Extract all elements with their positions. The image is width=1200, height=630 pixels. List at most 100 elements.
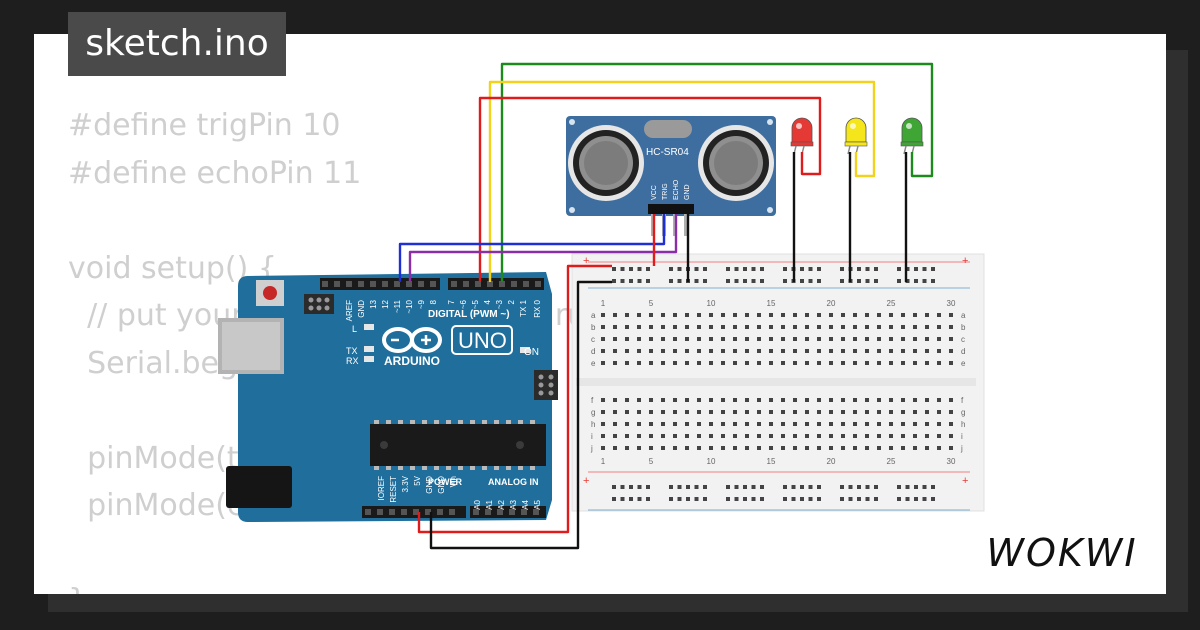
breadboard-hole[interactable] [703,497,707,501]
breadboard-hole[interactable] [613,313,617,317]
breadboard-hole[interactable] [901,313,905,317]
breadboard-hole[interactable] [601,361,605,365]
breadboard-hole[interactable] [760,497,764,501]
breadboard-hole[interactable] [829,446,833,450]
breadboard-hole[interactable] [793,434,797,438]
wire-red-5v[interactable] [417,264,612,534]
breadboard-hole[interactable] [703,485,707,489]
breadboard-hole[interactable] [901,337,905,341]
breadboard-hole[interactable] [625,313,629,317]
breadboard-hole[interactable] [637,267,642,271]
breadboard-hole[interactable] [853,422,857,426]
breadboard-hole[interactable] [817,434,821,438]
header-pin[interactable] [401,509,407,515]
breadboard-hole[interactable] [673,434,677,438]
breadboard-hole[interactable] [937,434,941,438]
breadboard-hole[interactable] [877,325,881,329]
breadboard-hole[interactable] [697,313,701,317]
breadboard-hole[interactable] [686,497,690,501]
breadboard-hole[interactable] [703,267,707,271]
breadboard-hole[interactable] [805,361,809,365]
breadboard-hole[interactable] [840,267,844,271]
breadboard-hole[interactable] [625,361,629,365]
breadboard-hole[interactable] [637,422,641,426]
breadboard-hole[interactable] [697,337,701,341]
breadboard-hole[interactable] [853,349,857,353]
breadboard-hole[interactable] [805,349,809,353]
breadboard-hole[interactable] [613,422,617,426]
breadboard-hole[interactable] [721,361,725,365]
breadboard-hole[interactable] [733,434,737,438]
breadboard-hole[interactable] [800,267,804,271]
header-pin[interactable] [497,509,503,515]
breadboard-hole[interactable] [685,313,689,317]
breadboard-hole[interactable] [889,337,893,341]
breadboard-hole[interactable] [601,422,605,426]
breadboard-hole[interactable] [781,398,785,402]
breadboard-hole[interactable] [769,434,773,438]
wire-black-board-gnd[interactable] [429,280,612,550]
breadboard-hole[interactable] [841,361,845,365]
breadboard-hole[interactable] [783,497,787,501]
header-pin[interactable] [377,509,383,515]
breadboard-hole[interactable] [829,422,833,426]
breadboard-hole[interactable] [922,279,927,283]
breadboard-hole[interactable] [793,410,797,414]
breadboard-hole[interactable] [925,349,929,353]
breadboard-hole[interactable] [721,325,725,329]
breadboard-hole[interactable] [914,485,918,489]
breadboard-hole[interactable] [808,485,813,489]
breadboard-hole[interactable] [637,497,642,501]
breadboard-hole[interactable] [612,497,616,501]
breadboard-hole[interactable] [625,398,629,402]
breadboard-hole[interactable] [769,313,773,317]
breadboard-hole[interactable] [793,361,797,365]
breadboard-hole[interactable] [697,446,701,450]
breadboard-hole[interactable] [745,325,749,329]
breadboard-hole[interactable] [805,422,809,426]
breadboard-hole[interactable] [808,279,813,283]
breadboard-hole[interactable] [925,422,929,426]
breadboard-hole[interactable] [877,337,881,341]
breadboard-hole[interactable] [694,485,699,489]
breadboard-hole[interactable] [877,446,881,450]
breadboard-hole[interactable] [913,410,917,414]
breadboard-hole[interactable] [937,361,941,365]
breadboard-hole[interactable] [925,410,929,414]
reset-button[interactable] [263,286,277,300]
header-pin[interactable] [334,281,340,287]
breadboard-hole[interactable] [865,267,870,271]
breadboard-hole[interactable] [889,422,893,426]
breadboard-hole[interactable] [721,313,725,317]
breadboard-hole[interactable] [793,313,797,317]
breadboard-hole[interactable] [620,485,625,489]
breadboard-hole[interactable] [613,446,617,450]
header-pin[interactable] [365,509,371,515]
breadboard-hole[interactable] [949,361,953,365]
breadboard-hole[interactable] [853,446,857,450]
breadboard-hole[interactable] [697,325,701,329]
breadboard-hole[interactable] [637,361,641,365]
breadboard-hole[interactable] [673,361,677,365]
breadboard-hole[interactable] [649,325,653,329]
breadboard-hole[interactable] [808,267,813,271]
breadboard-hole[interactable] [840,485,844,489]
breadboard-hole[interactable] [897,267,901,271]
breadboard-hole[interactable] [805,446,809,450]
breadboard-hole[interactable] [751,497,756,501]
breadboard-hole[interactable] [841,422,845,426]
breadboard-hole[interactable] [817,485,821,489]
breadboard-hole[interactable] [769,361,773,365]
breadboard-hole[interactable] [793,337,797,341]
breadboard-hole[interactable] [613,398,617,402]
breadboard-hole[interactable] [649,434,653,438]
breadboard-hole[interactable] [781,349,785,353]
breadboard-hole[interactable] [685,361,689,365]
breadboard-hole[interactable] [721,446,725,450]
breadboard-hole[interactable] [897,497,901,501]
breadboard-hole[interactable] [793,349,797,353]
breadboard-hole[interactable] [865,349,869,353]
breadboard-hole[interactable] [697,422,701,426]
header-pin[interactable] [499,281,505,287]
breadboard-hole[interactable] [913,434,917,438]
